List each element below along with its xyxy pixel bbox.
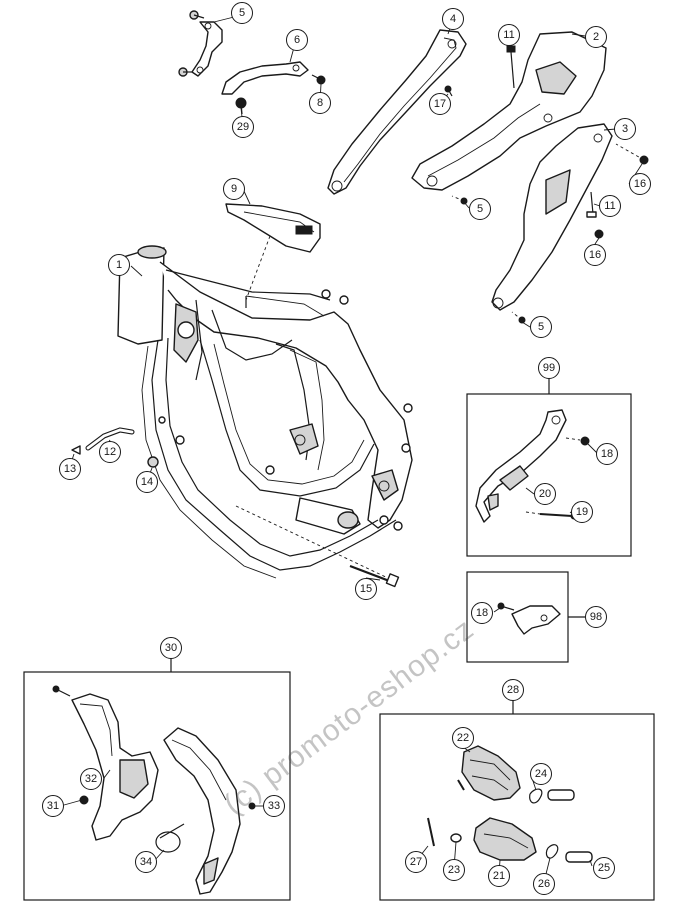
nut-part-14 bbox=[147, 456, 159, 468]
screw-part-17 bbox=[444, 85, 453, 97]
callout-98[interactable]: 98 bbox=[585, 606, 607, 628]
callout-18-box98[interactable]: 18 bbox=[471, 602, 493, 624]
kit-box-30 bbox=[23, 671, 291, 901]
callout-14[interactable]: 14 bbox=[136, 471, 158, 493]
callout-11-top[interactable]: 11 bbox=[498, 24, 520, 46]
main-frame-part-1 bbox=[117, 245, 413, 579]
subframe-rail-part-4 bbox=[327, 29, 467, 195]
nut-part-18-box bbox=[565, 436, 590, 446]
callout-34[interactable]: 34 bbox=[135, 851, 157, 873]
footpeg-part-22 bbox=[457, 745, 521, 801]
callout-26[interactable]: 26 bbox=[533, 873, 555, 895]
bolt-part-19 bbox=[525, 511, 578, 520]
callout-2[interactable]: 2 bbox=[585, 26, 607, 48]
rear-subframe-part-2 bbox=[411, 31, 607, 191]
spring-part-26 bbox=[545, 844, 559, 859]
callout-9[interactable]: 9 bbox=[223, 178, 245, 200]
callout-16-lower[interactable]: 16 bbox=[584, 244, 606, 266]
frame-guard-left-part-32 bbox=[52, 685, 159, 841]
bracket-part-9 bbox=[225, 203, 321, 308]
bolt-part-15 bbox=[235, 505, 400, 588]
nut-part-31 bbox=[79, 795, 89, 805]
callout-23[interactable]: 23 bbox=[443, 859, 465, 881]
callout-5-top[interactable]: 5 bbox=[469, 198, 491, 220]
callout-3[interactable]: 3 bbox=[614, 118, 636, 140]
guard-part-98 bbox=[497, 602, 561, 635]
footrest-bracket-part-20 bbox=[475, 409, 567, 523]
callout-29[interactable]: 29 bbox=[232, 116, 254, 138]
callout-12[interactable]: 12 bbox=[99, 441, 121, 463]
callout-25[interactable]: 25 bbox=[593, 857, 615, 879]
callout-13[interactable]: 13 bbox=[59, 458, 81, 480]
pin-part-25 bbox=[565, 851, 593, 863]
callout-19[interactable]: 19 bbox=[571, 501, 593, 523]
callout-8[interactable]: 8 bbox=[309, 92, 331, 114]
frame-guard-right-part-33 bbox=[163, 727, 256, 895]
bracket-part-7 bbox=[178, 10, 223, 77]
callout-99[interactable]: 99 bbox=[538, 357, 560, 379]
callout-21[interactable]: 21 bbox=[488, 865, 510, 887]
callout-4[interactable]: 4 bbox=[442, 8, 464, 30]
bolt-part-11a bbox=[506, 45, 516, 89]
callout-20[interactable]: 20 bbox=[534, 483, 556, 505]
hook-part-6 bbox=[221, 61, 309, 95]
callout-16-right[interactable]: 16 bbox=[629, 173, 651, 195]
footpeg-part-21 bbox=[473, 817, 537, 861]
screws-part-5 bbox=[451, 195, 526, 324]
clip-part-13 bbox=[71, 445, 81, 455]
kit-box-28 bbox=[379, 713, 655, 901]
callout-17[interactable]: 17 bbox=[429, 93, 451, 115]
callout-15[interactable]: 15 bbox=[355, 578, 377, 600]
callout-22[interactable]: 22 bbox=[452, 727, 474, 749]
callout-32[interactable]: 32 bbox=[80, 768, 102, 790]
hose-part-12 bbox=[85, 427, 135, 451]
spring-part-24 bbox=[529, 788, 575, 804]
callout-18-box99[interactable]: 18 bbox=[596, 443, 618, 465]
callout-24[interactable]: 24 bbox=[530, 763, 552, 785]
pin-part-27 bbox=[427, 817, 435, 847]
callout-11-right[interactable]: 11 bbox=[599, 195, 621, 217]
callout-6[interactable]: 6 bbox=[286, 29, 308, 51]
callout-5-lower[interactable]: 5 bbox=[530, 316, 552, 338]
callout-30[interactable]: 30 bbox=[160, 637, 182, 659]
nuts-part-16 bbox=[594, 143, 649, 239]
callout-33[interactable]: 33 bbox=[263, 795, 285, 817]
callout-27[interactable]: 27 bbox=[405, 851, 427, 873]
callout-31[interactable]: 31 bbox=[42, 795, 64, 817]
cable-tie-part-34 bbox=[155, 823, 185, 853]
lower-subframe-part-3 bbox=[491, 123, 613, 311]
callout-7[interactable]: 5 bbox=[231, 2, 253, 24]
callout-28[interactable]: 28 bbox=[502, 679, 524, 701]
bolt-part-11b bbox=[586, 191, 597, 218]
washer-part-23 bbox=[450, 833, 462, 843]
callout-1[interactable]: 1 bbox=[108, 254, 130, 276]
nut-part-8 bbox=[311, 74, 326, 85]
